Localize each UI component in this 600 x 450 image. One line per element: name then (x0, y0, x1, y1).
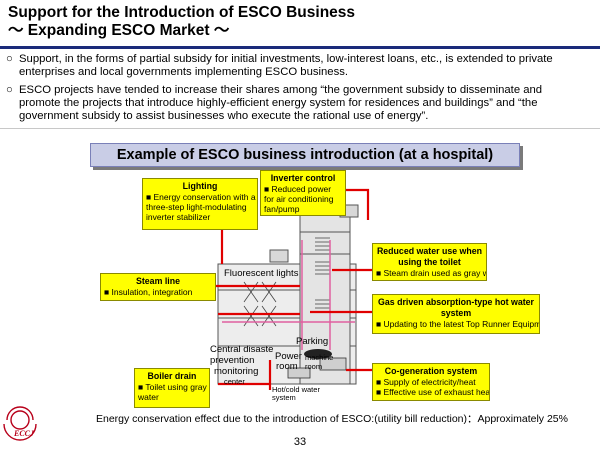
callout-cogen-row-1: ■ Supply of electricity/heat (376, 377, 476, 387)
callout-inverter-row-2: for air conditioning (264, 194, 334, 204)
bullet-2-mark: ○ (6, 84, 13, 96)
bullet-2-line-1: ESCO projects have tended to increase th… (19, 84, 543, 96)
callout-inverter-heading: Inverter control (270, 173, 336, 183)
callout-water-row-1: ■ Steam drain used as gray water (376, 268, 486, 278)
callout-water-heading-2: using the toilet (398, 257, 461, 267)
callout-gas: Gas driven absorption-type hot water sys… (372, 294, 540, 334)
label-hotcold-1: Hot/cold water (272, 385, 320, 394)
callout-gas-heading-2: system (440, 308, 472, 318)
logo-arc-top (6, 406, 34, 421)
callout-water: Reduced water use when using the toilet … (372, 243, 487, 281)
eccj-logo-text: ECCJ (14, 429, 35, 438)
machine-unit (319, 357, 347, 371)
power-unit (287, 367, 311, 379)
label-machine-room: room (305, 362, 323, 371)
bullet-2-line-3: government subsidy to assist businesses … (19, 110, 429, 123)
callout-cogen-row-2: ■ Effective use of exhaust heat (376, 387, 490, 397)
bullet-2-line-2: promote the projects that introduce high… (19, 97, 538, 110)
callout-lighting: Lighting ■ Energy conservation with a th… (142, 178, 258, 230)
bullet-2: ○ ESCO projects have tended to increase … (6, 84, 594, 124)
riser-hatching (315, 237, 330, 309)
label-hotcold-2: system (272, 393, 296, 402)
label-central-1: Central disaste (210, 344, 274, 355)
diagram-banner: Example of ESCO business introduction (a… (90, 143, 520, 167)
logo-arc-bottom (3, 423, 37, 441)
label-central-2: prevention (210, 355, 255, 366)
label-parking: Parking (296, 336, 329, 347)
label-central-3: monitoring (214, 366, 259, 377)
label-central-4: center (224, 377, 245, 386)
parking-car (304, 349, 332, 359)
title-rule (0, 46, 600, 49)
red-connectors (190, 188, 372, 390)
callout-steam: Steam line ■ Insulation, integration (100, 273, 216, 301)
bullet-1: ○ Support, in the forms of partial subsi… (6, 53, 594, 79)
callout-lighting-row-1: ■ Energy conservation with a (146, 192, 256, 202)
title-line-2: 〜 Expanding ESCO Market 〜 (8, 22, 230, 39)
callout-boiler: Boiler drain ■ Toilet using gray water (134, 368, 210, 408)
pink-pipes (222, 240, 355, 350)
label-power-1: Power (275, 351, 302, 362)
basement-equipment (287, 357, 347, 379)
callout-inverter-row-1: ■ Reduced power (264, 184, 332, 194)
title-line-1: Support for the Introduction of ESCO Bus… (8, 4, 356, 21)
callout-steam-heading: Steam line (135, 276, 180, 286)
callout-lighting-row-2: three-step light-modulating (146, 202, 247, 212)
callout-water-heading: Reduced water use when (376, 246, 483, 256)
eccj-logo-emblem (3, 406, 37, 441)
bullet-1-mark: ○ (6, 53, 13, 65)
label-machine: machine (305, 353, 334, 362)
callout-lighting-heading: Lighting (182, 181, 218, 191)
callout-boiler-row-1: ■ Toilet using gray (138, 382, 207, 392)
label-power-2: room (276, 361, 298, 372)
slide-title: Support for the Introduction of ESCO Bus… (8, 4, 593, 40)
callout-inverter-row-3: fan/pump (264, 204, 300, 214)
label-fluorescent: Fluorescent lights (224, 268, 299, 279)
callout-steam-row-1: ■ Insulation, integration (104, 287, 193, 297)
callout-gas-row-1: ■ Updating to the latest Top Runner Equi… (376, 319, 540, 329)
section-divider (0, 128, 600, 129)
callout-lighting-row-3: inverter stabilizer (146, 212, 211, 222)
logo-circle-inner (10, 410, 30, 430)
page-number: 33 (293, 436, 307, 448)
callout-cogen-heading: Co-generation system (384, 366, 478, 376)
bullet-1-line-1: Support, in the forms of partial subsidy… (19, 53, 553, 65)
inverter-pointer (346, 188, 370, 220)
energy-effect-note: Energy conservation effect due to the in… (96, 413, 568, 425)
callout-gas-heading: Gas driven absorption-type hot water (378, 297, 534, 307)
callout-cogen: Co-generation system ■ Supply of electri… (372, 363, 490, 401)
callout-inverter: Inverter control ■ Reduced power for air… (260, 170, 346, 216)
callout-boiler-row-2: water (138, 392, 159, 402)
bullet-1-line-2: enterprises and local governments implem… (19, 66, 349, 79)
callout-boiler-heading: Boiler drain (147, 371, 197, 381)
roof-unit-2 (269, 249, 289, 263)
